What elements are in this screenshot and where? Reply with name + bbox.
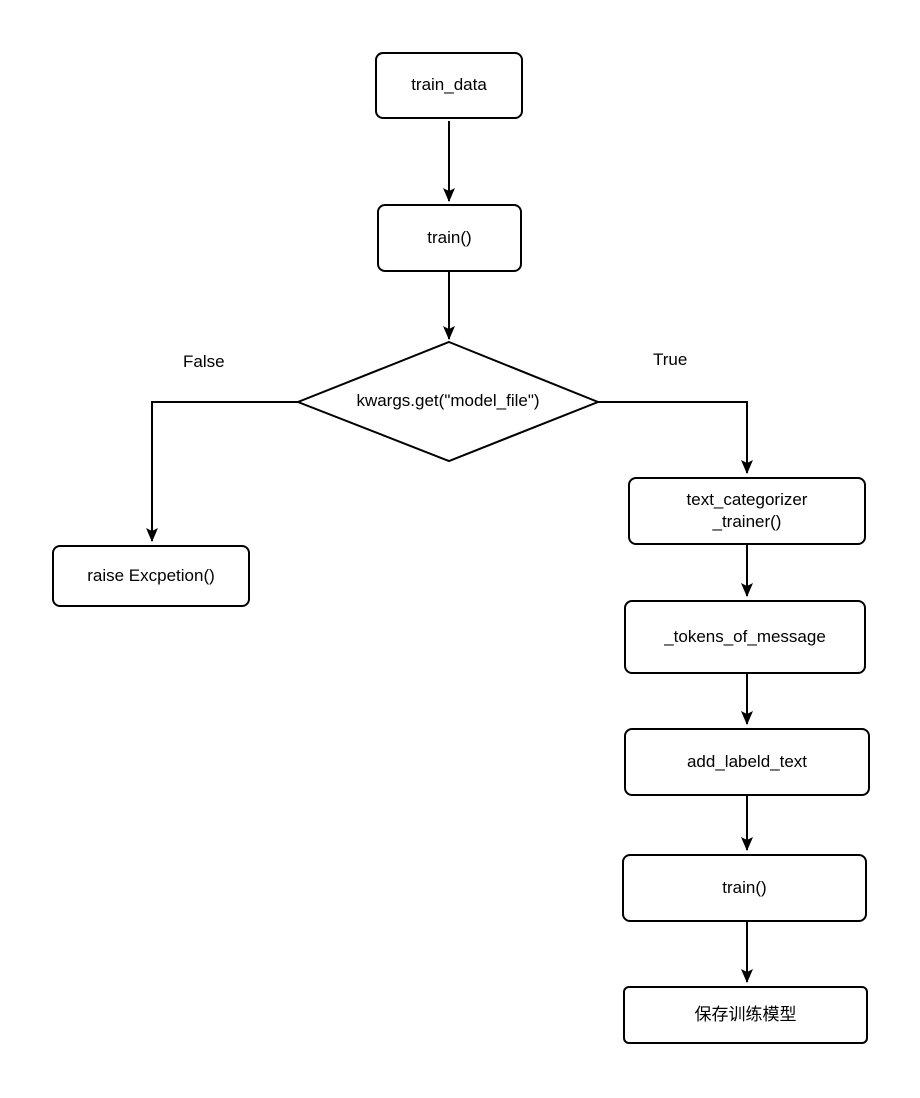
edge-decision-true-to-categorizer [598, 401, 753, 474]
node-text-categorizer-trainer: text_categorizer _trainer() [628, 477, 866, 545]
node-train: train() [377, 204, 522, 272]
node-train-data: train_data [375, 52, 523, 119]
node-train-2: train() [622, 854, 867, 922]
decision-node-label: kwargs.get("model_file") [356, 391, 540, 410]
edge-label-true: True [653, 350, 688, 369]
decision-diamond-shape [295, 340, 601, 463]
node-save-trained-model: 保存训练模型 [623, 986, 868, 1044]
node-add-labeld-text: add_labeld_text [624, 728, 870, 796]
node-raise-exception: raise Excpetion() [52, 545, 250, 607]
node-tokens-of-message: _tokens_of_message [624, 600, 866, 674]
edge-decision-false-to-raise [146, 401, 298, 542]
edge-label-false: False [183, 352, 225, 371]
